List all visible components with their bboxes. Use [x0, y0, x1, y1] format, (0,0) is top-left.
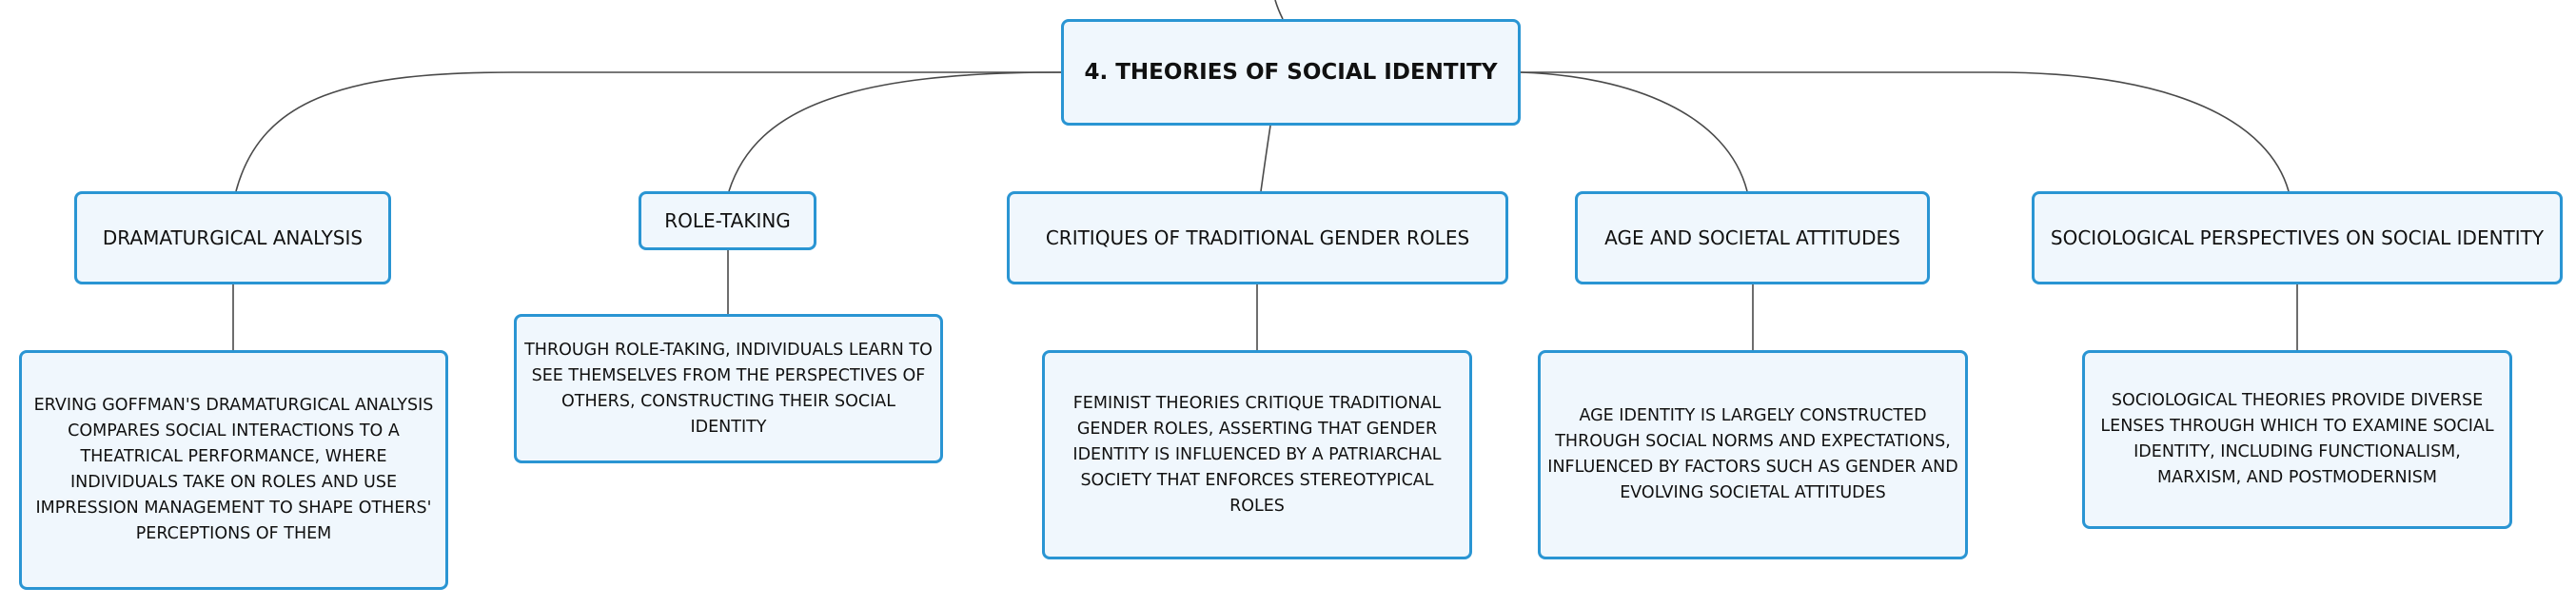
topic-node-gender-roles[interactable]: CRITIQUES OF TRADITIONAL GENDER ROLES — [1007, 191, 1508, 284]
connector-root-dramaturgical — [235, 71, 1061, 192]
detail-text: ERVING GOFFMAN'S DRAMATURGICAL ANALYSIS … — [33, 396, 434, 543]
detail-node-age-attitudes[interactable]: AGE IDENTITY IS LARGELY CONSTRUCTED THRO… — [1538, 350, 1968, 559]
topic-node-sociological-perspectives[interactable]: SOCIOLOGICAL PERSPECTIVES ON SOCIAL IDEN… — [2032, 191, 2563, 284]
root-topic-node[interactable]: 4. THEORIES OF SOCIAL IDENTITY — [1061, 19, 1521, 126]
detail-node-gender-roles[interactable]: FEMINIST THEORIES CRITIQUE TRADITIONAL G… — [1042, 350, 1472, 559]
detail-node-role-taking[interactable]: THROUGH ROLE-TAKING, INDIVIDUALS LEARN T… — [514, 314, 943, 463]
detail-text: AGE IDENTITY IS LARGELY CONSTRUCTED THRO… — [1547, 406, 1958, 502]
root-topic-label: 4. THEORIES OF SOCIAL IDENTITY — [1084, 60, 1498, 85]
topic-node-role-taking[interactable]: ROLE-TAKING — [639, 191, 816, 250]
topic-label: AGE AND SOCIETAL ATTITUDES — [1604, 226, 1900, 249]
connector-root-age — [1520, 71, 1748, 192]
detail-text: SOCIOLOGICAL THEORIES PROVIDE DIVERSE LE… — [2100, 391, 2494, 487]
connector-root-gender — [1260, 125, 1271, 192]
topic-label: DRAMATURGICAL ANALYSIS — [102, 226, 364, 249]
connector-root-sociological — [1521, 71, 2290, 192]
detail-node-dramaturgical-analysis[interactable]: ERVING GOFFMAN'S DRAMATURGICAL ANALYSIS … — [19, 350, 448, 590]
detail-text: FEMINIST THEORIES CRITIQUE TRADITIONAL G… — [1072, 393, 1442, 516]
detail-text: THROUGH ROLE-TAKING, INDIVIDUALS LEARN T… — [524, 340, 933, 437]
topic-label: ROLE-TAKING — [664, 209, 791, 232]
topic-label: CRITIQUES OF TRADITIONAL GENDER ROLES — [1045, 226, 1470, 249]
detail-node-sociological-perspectives[interactable]: SOCIOLOGICAL THEORIES PROVIDE DIVERSE LE… — [2082, 350, 2512, 529]
connector-root-role-taking — [728, 71, 1062, 192]
connector-parent-root — [1274, 0, 1284, 20]
topic-label: SOCIOLOGICAL PERSPECTIVES ON SOCIAL IDEN… — [2050, 226, 2545, 249]
topic-node-age-attitudes[interactable]: AGE AND SOCIETAL ATTITUDES — [1575, 191, 1930, 284]
topic-node-dramaturgical-analysis[interactable]: DRAMATURGICAL ANALYSIS — [74, 191, 391, 284]
